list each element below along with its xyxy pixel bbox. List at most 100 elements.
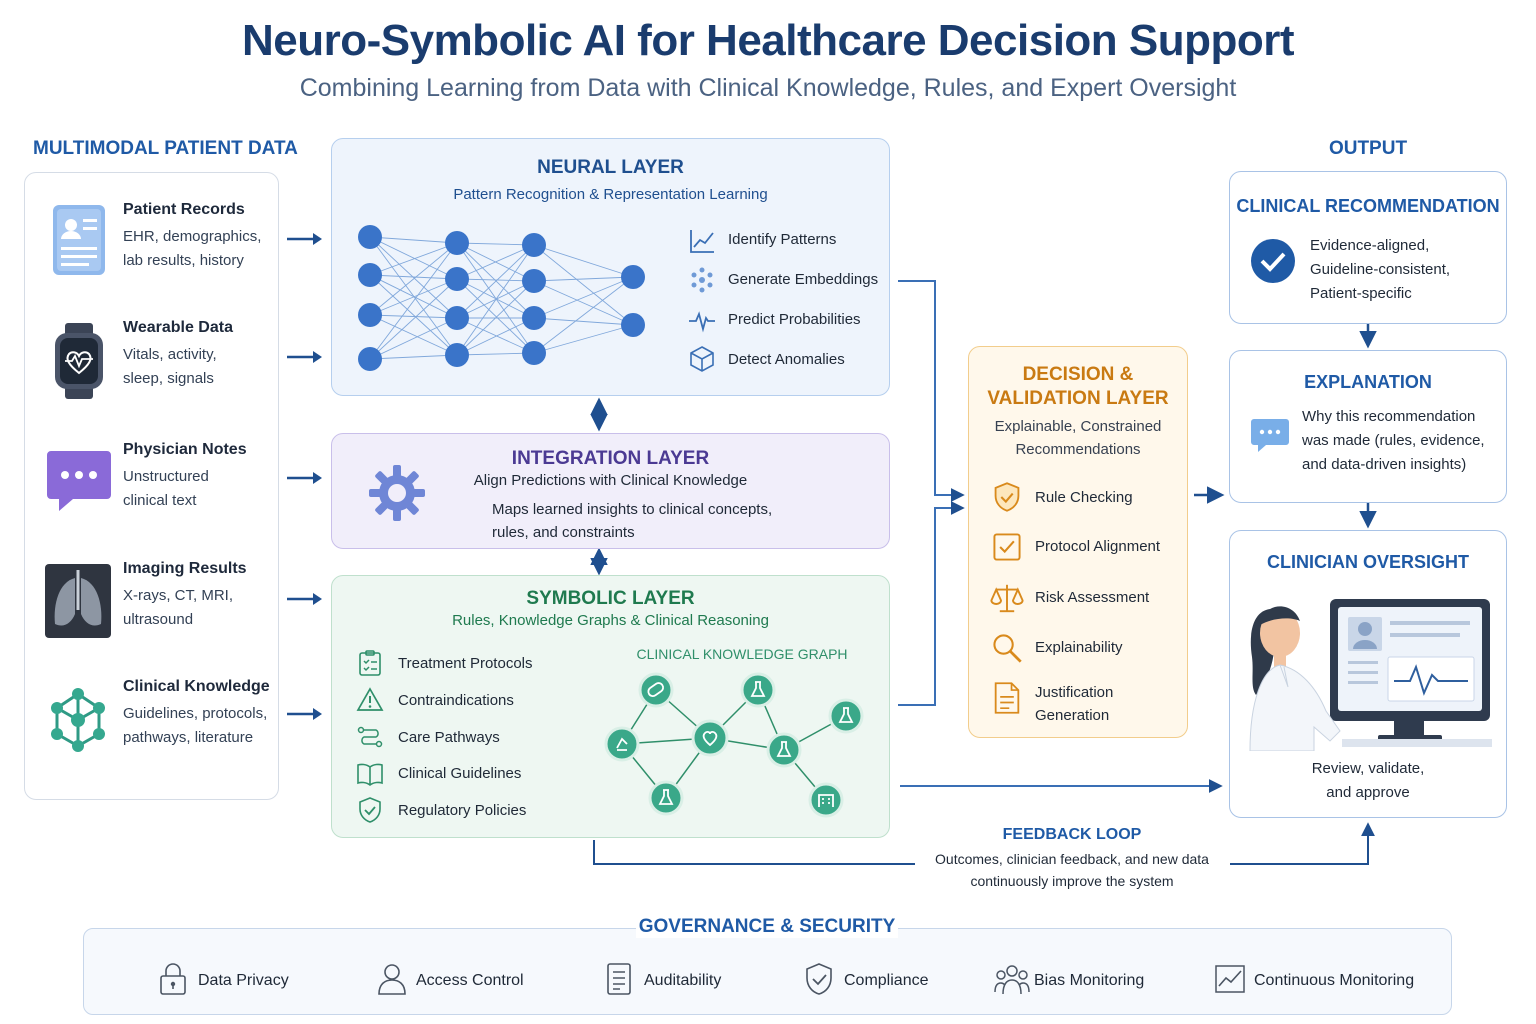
input-desc: EHR, demographics, lab results, history	[123, 228, 262, 269]
input-title: Wearable Data	[123, 319, 233, 336]
user-icon	[378, 964, 406, 995]
network-edge	[456, 278, 535, 319]
network-edge	[456, 278, 535, 282]
governance-item-label: Auditability	[644, 972, 722, 989]
network-node	[522, 341, 546, 365]
neural-feature-label: Identify Patterns	[728, 231, 837, 248]
network-edge	[369, 278, 458, 316]
network-edge	[456, 244, 535, 280]
input-desc: Guidelines, protocols, pathways, literat…	[123, 705, 268, 746]
explanation-title: EXPLANATION	[1304, 372, 1432, 392]
network-node	[358, 225, 382, 249]
chat-bubble-icon	[47, 451, 111, 511]
document-icon	[994, 682, 1020, 714]
gear-icon	[369, 465, 425, 521]
decision-item-label: Protocol Alignment	[1035, 538, 1161, 555]
network-node	[621, 265, 645, 289]
clinician-at-monitor-illustration	[1249, 599, 1492, 751]
neural-network-icon	[358, 225, 645, 371]
governance-item-label: Access Control	[416, 972, 524, 989]
network-edge	[369, 236, 458, 319]
network-edge	[533, 276, 634, 282]
shield-check-icon	[994, 482, 1020, 512]
magnifier-icon	[993, 634, 1022, 663]
open-book-icon	[357, 763, 383, 786]
arrow-right-icon	[287, 593, 322, 605]
scales-icon	[990, 584, 1024, 613]
decision-layer: DECISION & VALIDATION LAYER Explainable,…	[968, 346, 1188, 738]
network-edge	[369, 242, 458, 276]
integration-layer: INTEGRATION LAYER Align Predictions with…	[331, 433, 890, 549]
input-item-physician-notes: Physician Notes Unstructured clinical te…	[25, 441, 280, 541]
network-edge	[456, 242, 535, 319]
decision-item-label: Justification Generation	[1035, 684, 1114, 724]
symbolic-layer-title: SYMBOLIC LAYER	[526, 588, 695, 609]
neural-feature-label: Generate Embeddings	[728, 271, 879, 288]
network-edge	[456, 244, 535, 319]
explanation-text: Why this recommendation was made (rules,…	[1302, 408, 1485, 473]
check-circle-icon	[1251, 239, 1295, 283]
knowledge-graph-icon	[604, 672, 864, 818]
integration-layer-desc: Maps learned insights to clinical concep…	[492, 501, 773, 541]
symbolic-item-label: Contraindications	[398, 692, 514, 709]
network-node	[522, 306, 546, 330]
recommendation-title: CLINICAL RECOMMENDATION	[1236, 196, 1500, 216]
feedback-loop-desc: Outcomes, clinician feedback, and new da…	[935, 851, 1209, 889]
network-node	[445, 267, 469, 291]
neural-layer-title: NEURAL LAYER	[537, 157, 684, 178]
network-edge	[369, 242, 458, 316]
network-node	[522, 233, 546, 257]
network-edge	[456, 244, 535, 356]
decision-layer-subtitle: Explainable, Constrained Recommendations	[994, 418, 1162, 458]
network-node	[358, 303, 382, 327]
network-edge	[369, 242, 458, 360]
speech-bubble-icon	[1251, 419, 1289, 452]
network-edge	[456, 317, 535, 356]
network-molecule-icon	[51, 688, 105, 752]
explanation-card: EXPLANATION Why this recommendation was …	[1229, 350, 1507, 503]
input-panel: Patient Records EHR, demographics, lab r…	[24, 172, 279, 800]
clinical-recommendation-card: CLINICAL RECOMMENDATION Evidence-aligned…	[1229, 171, 1507, 324]
network-node	[522, 269, 546, 293]
input-desc: X-rays, CT, MRI, ultrasound	[123, 587, 234, 628]
network-edge	[533, 244, 634, 326]
network-edge	[369, 236, 458, 280]
document-list-icon	[607, 963, 631, 995]
network-node	[445, 306, 469, 330]
symbolic-item-label: Care Pathways	[398, 729, 500, 746]
arrow-right-icon	[287, 351, 322, 363]
neural-feature-label: Predict Probabilities	[728, 311, 861, 328]
decision-item-label: Rule Checking	[1035, 489, 1133, 506]
lungs-xray-icon	[45, 564, 111, 638]
knowledge-graph-title: CLINICAL KNOWLEDGE GRAPH	[636, 646, 848, 662]
governance-panel	[83, 928, 1452, 1015]
neural-feature-label: Detect Anomalies	[728, 351, 845, 368]
network-edge	[369, 274, 458, 319]
warning-triangle-icon	[356, 687, 384, 711]
shield-check-icon	[806, 963, 832, 995]
network-edge	[533, 276, 634, 319]
neural-layer-subtitle: Pattern Recognition & Representation Lea…	[453, 186, 768, 203]
shield-check-icon	[359, 797, 381, 823]
dots-cluster-icon	[691, 267, 713, 293]
governance-item-label: Bias Monitoring	[1034, 972, 1145, 989]
network-edge	[369, 354, 458, 360]
input-title: Imaging Results	[123, 560, 247, 577]
integration-layer-subtitle: Align Predictions with Clinical Knowledg…	[473, 472, 748, 489]
input-desc: Vitals, activity, sleep, signals	[123, 346, 217, 387]
network-node	[445, 343, 469, 367]
clipboard-list-icon	[359, 650, 381, 676]
governance-item-label: Compliance	[844, 972, 929, 989]
network-edge	[533, 244, 634, 278]
input-item-imaging-results: Imaging Results X-rays, CT, MRI, ultraso…	[25, 560, 280, 660]
pulse-icon	[689, 311, 715, 333]
input-title: Patient Records	[123, 201, 245, 218]
network-node	[358, 347, 382, 371]
neural-layer: NEURAL LAYER Pattern Recognition & Repre…	[331, 138, 890, 396]
network-edge	[369, 317, 458, 360]
arrow-right-icon	[287, 472, 322, 484]
patient-record-icon	[53, 205, 105, 275]
network-edge	[533, 317, 634, 326]
symbolic-layer-subtitle: Rules, Knowledge Graphs & Clinical Reaso…	[452, 612, 769, 629]
line-chart-icon	[690, 230, 714, 253]
